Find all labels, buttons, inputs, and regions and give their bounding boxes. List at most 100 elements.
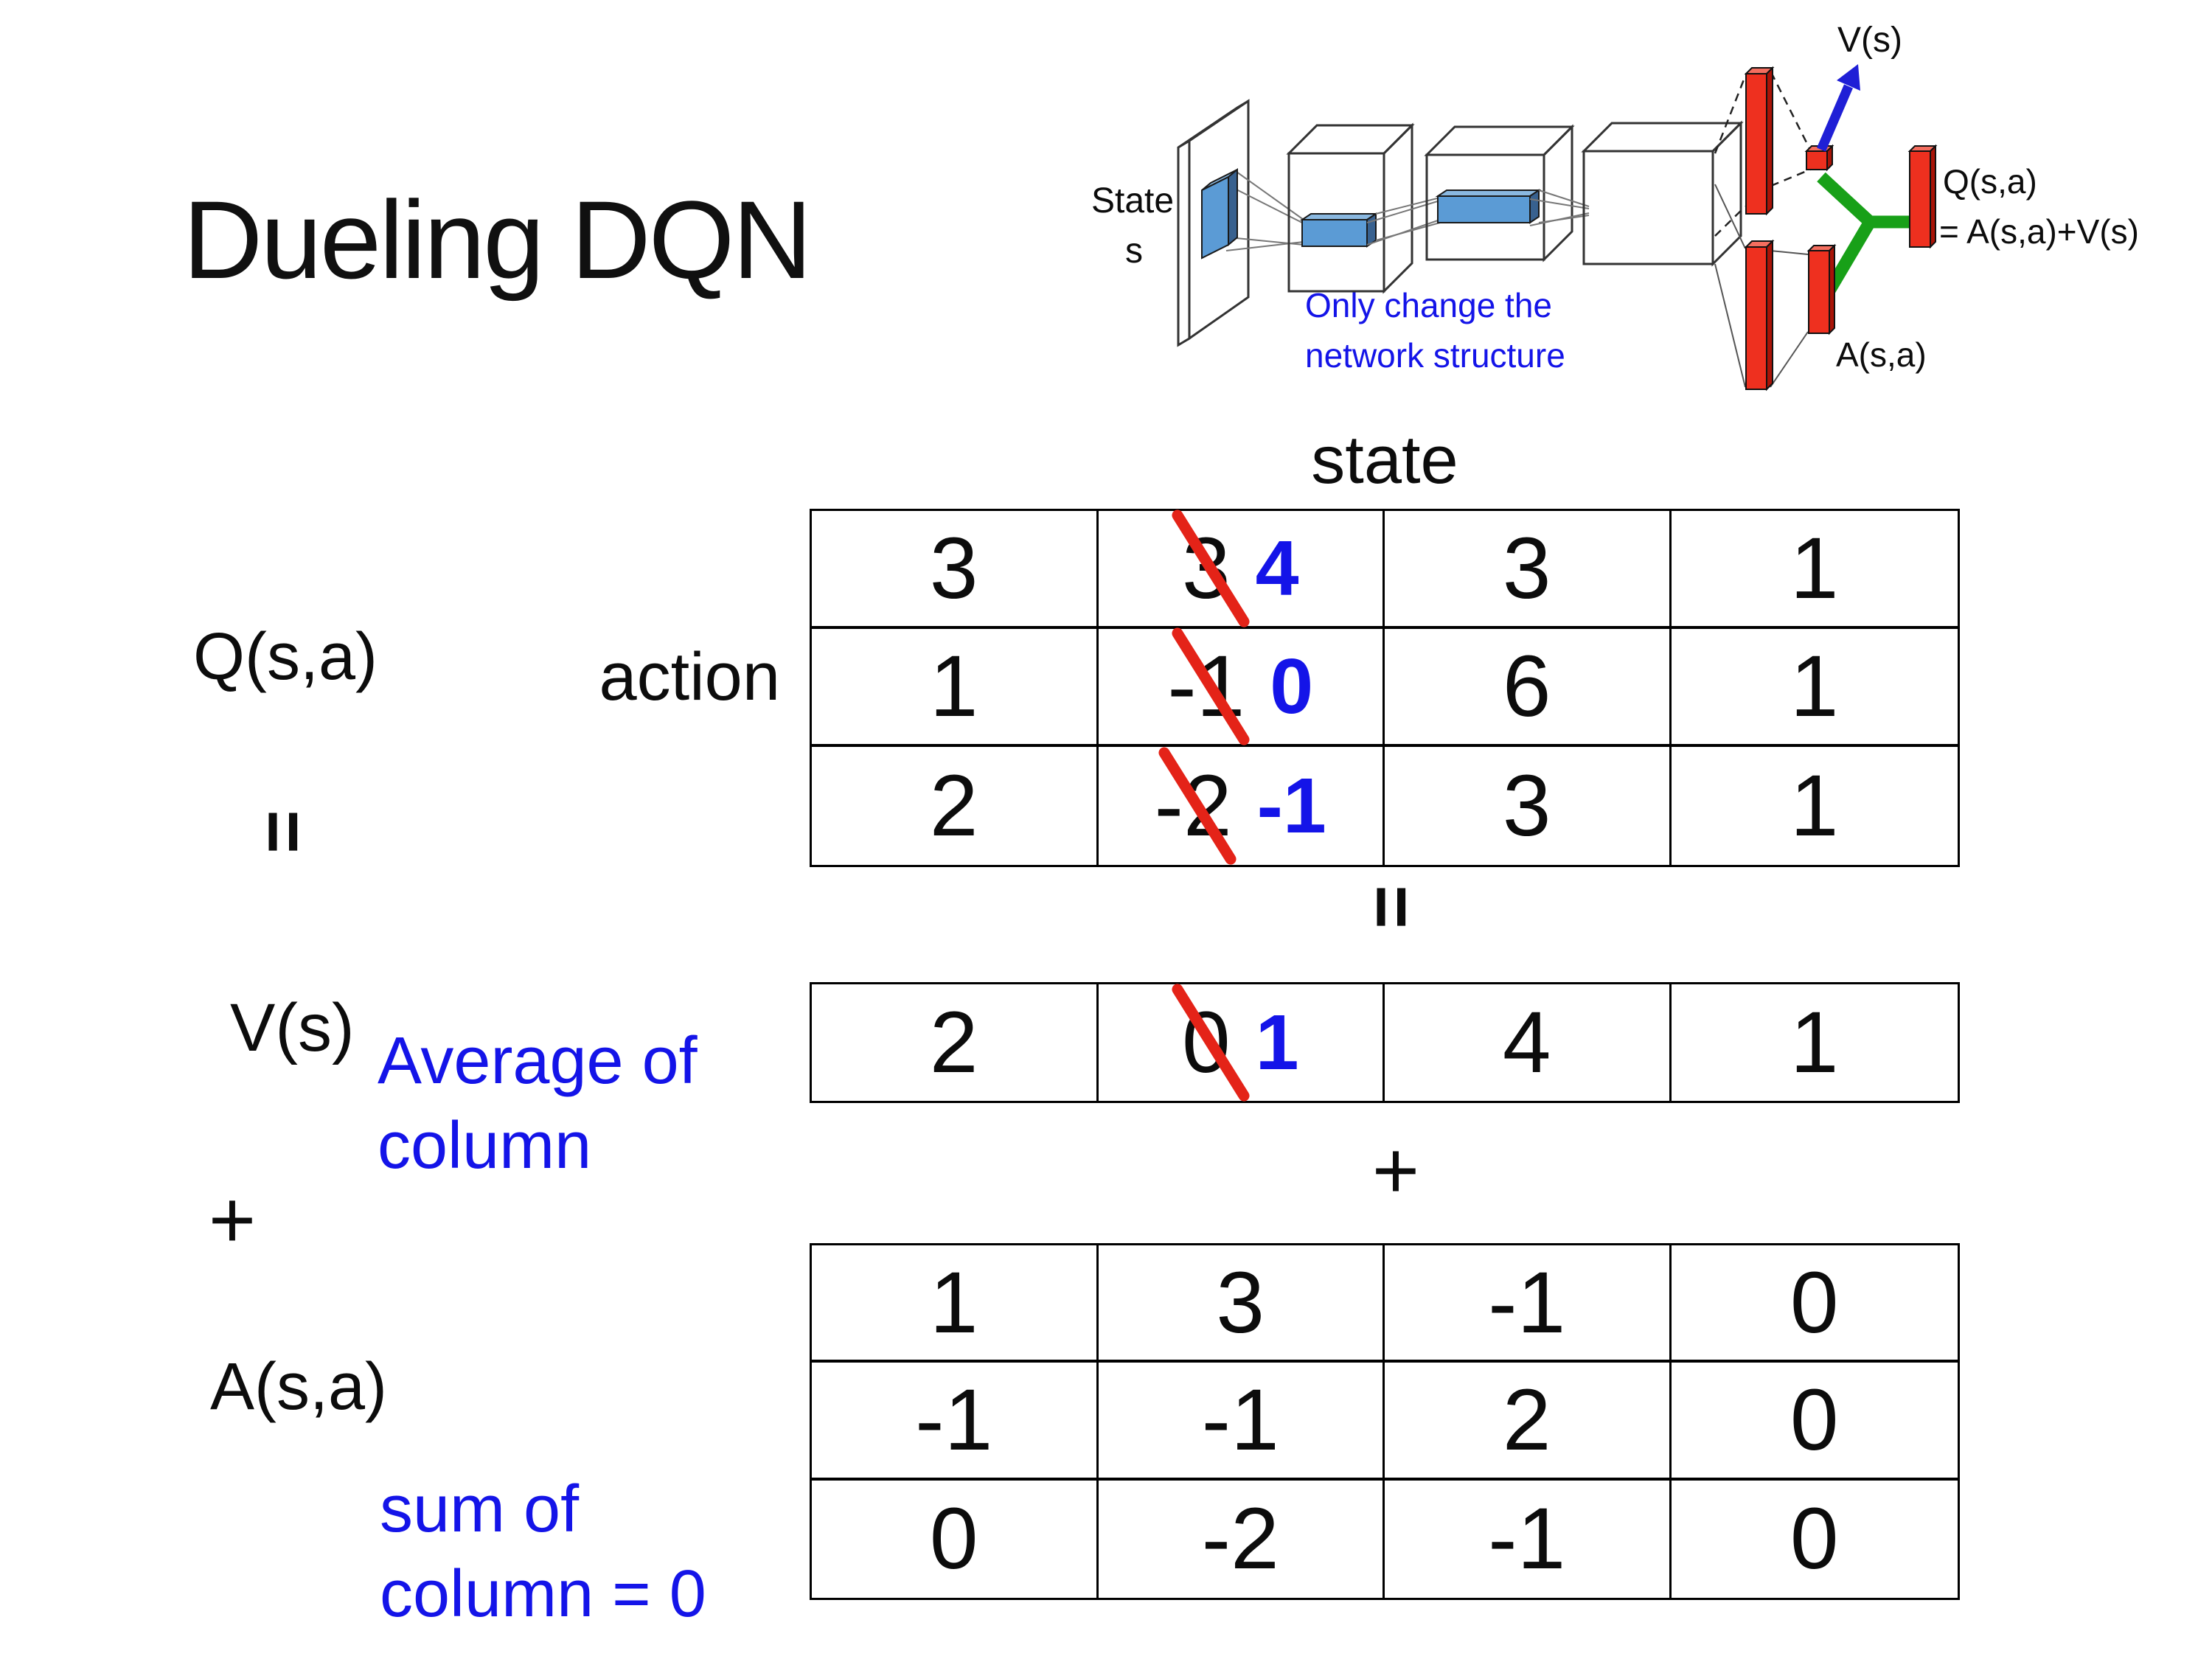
q-output-bar	[1907, 144, 1938, 249]
average-note-line2: column	[378, 1109, 592, 1183]
table-cell: 3	[1098, 1245, 1385, 1363]
solid-connections	[1714, 184, 1809, 388]
table-cell: 3	[1385, 511, 1672, 629]
cell-value: 2	[929, 757, 978, 855]
struck-value-wrap: -1	[1167, 625, 1252, 748]
value-output-label: V(s)	[1837, 21, 1902, 60]
equals-sign-rotated-center: =	[1350, 885, 1434, 929]
table-cell: 2	[1385, 1363, 1672, 1481]
table-cell: 3 4	[1098, 507, 1385, 630]
network-note-line1: Only change the	[1305, 286, 1552, 324]
v-equation-label: V(s)	[230, 990, 355, 1065]
cell-value: 4	[1502, 994, 1551, 1091]
cell-value: 3	[1216, 1253, 1265, 1352]
table-cell: 3	[1385, 747, 1672, 865]
v-node-box	[1804, 144, 1834, 172]
table-cell: -2	[1099, 1480, 1385, 1598]
cell-value: 3	[1502, 757, 1551, 855]
funnel-lines-3	[1529, 189, 1590, 226]
table-cell: 0	[1672, 1481, 1958, 1598]
page-title: Dueling DQN	[183, 178, 813, 302]
cell-value: -1	[1201, 1371, 1279, 1469]
struck-value-wrap: -2	[1155, 745, 1239, 867]
table-cell: 1	[1672, 747, 1958, 865]
dashed-connections	[1714, 72, 1812, 237]
cell-value: 0	[929, 1490, 978, 1588]
replacement-value: -1	[1256, 762, 1326, 849]
sum-note-line1: sum of	[380, 1472, 580, 1546]
table-cell: 3	[812, 511, 1099, 629]
equals-sign-rotated-left: =	[242, 810, 326, 854]
q-equation-label: Q(s,a)	[193, 620, 378, 694]
table-cell: 6	[1385, 629, 1672, 747]
table-cell: 1	[1672, 984, 1958, 1101]
table-cell: -1 0	[1098, 625, 1385, 748]
value-arrow-icon	[1817, 64, 1860, 152]
cell-value: 2	[1502, 1371, 1551, 1469]
average-note-line1: Average of	[378, 1024, 698, 1098]
table-cell: -1	[1385, 1245, 1672, 1363]
wireframe-box-3	[1581, 120, 1744, 267]
struck-value-wrap: 0	[1169, 981, 1252, 1104]
sum-note-line2: column = 0	[380, 1557, 706, 1632]
sum-note: sum of column = 0	[380, 1467, 706, 1637]
table-cell: 1	[812, 1245, 1099, 1363]
cell-value: 1	[1790, 638, 1839, 735]
feature-slab-2	[1435, 189, 1542, 224]
network-diagram: State s V(s) Q(s,a) = A(s,a)+V(s) A(s,a)…	[1091, 21, 2139, 392]
cell-value: 3	[1502, 520, 1551, 617]
a-node-bar	[1806, 243, 1837, 335]
plus-sign-center: +	[1371, 1125, 1420, 1216]
cell-value: 0	[1790, 1253, 1839, 1352]
cell-value: 1	[929, 638, 978, 735]
cell-value: 3	[929, 520, 978, 617]
replacement-value: 0	[1270, 643, 1314, 730]
network-note-line2: network structure	[1305, 336, 1565, 375]
table-cell: 4	[1385, 984, 1672, 1101]
struck-value-wrap: 3	[1169, 507, 1252, 630]
cell-value: 1	[1790, 994, 1839, 1091]
table-cell: 1	[812, 629, 1099, 747]
plus-sign-left: +	[208, 1175, 257, 1265]
q-output-label: Q(s,a)	[1943, 162, 2037, 201]
q-table: 3 3 4 3 1 1 -1 0 6 1 2 -2 -1 3 1	[810, 507, 1960, 867]
advantage-output-label: A(s,a)	[1836, 335, 1927, 374]
cell-value: 0	[1790, 1490, 1839, 1588]
table-cell: 0	[812, 1480, 1099, 1598]
table-cell: 1	[1671, 511, 1958, 629]
replacement-value: 1	[1255, 999, 1299, 1086]
state-input-label: State	[1091, 181, 1174, 220]
table-cell: 2	[812, 984, 1099, 1101]
replacement-value: 4	[1255, 525, 1299, 612]
cell-value: -1	[1488, 1253, 1566, 1352]
cell-value: 1	[1790, 520, 1839, 617]
wireframe-box-2	[1424, 124, 1575, 262]
cell-value: -2	[1201, 1490, 1279, 1588]
cell-value: 0	[1790, 1371, 1839, 1469]
state-column-header: state	[1311, 422, 1458, 498]
cell-value: 1	[929, 1253, 978, 1352]
cell-value: 6	[1502, 638, 1551, 735]
funnel-lines-2	[1366, 197, 1441, 246]
value-stream-bar	[1744, 66, 1775, 216]
table-cell: -1	[1385, 1480, 1672, 1598]
table-cell: 1	[1671, 629, 1958, 747]
table-cell: 2	[812, 747, 1099, 865]
table-cell: -2 -1	[1099, 745, 1385, 867]
a-equation-label: A(s,a)	[210, 1350, 388, 1424]
action-row-header: action	[599, 639, 781, 714]
feature-slab-1	[1299, 212, 1379, 248]
table-cell: 0	[1671, 1245, 1958, 1363]
funnel-lines-1	[1225, 171, 1304, 251]
input-patch-box	[1201, 167, 1238, 260]
cell-value: 2	[929, 994, 978, 1091]
average-note: Average of column	[378, 1019, 698, 1189]
a-table: 1 3 -1 0 -1 -1 2 0 0 -2 -1 0	[810, 1243, 1960, 1600]
q-output-formula: = A(s,a)+V(s)	[1939, 212, 2139, 251]
advantage-stream-bar	[1744, 239, 1775, 392]
merge-lines	[1817, 172, 1911, 303]
state-input-label-s: s	[1125, 232, 1143, 271]
table-cell: 0 1	[1099, 981, 1385, 1104]
table-cell: 0	[1671, 1363, 1958, 1481]
cell-value: -1	[1488, 1490, 1566, 1588]
